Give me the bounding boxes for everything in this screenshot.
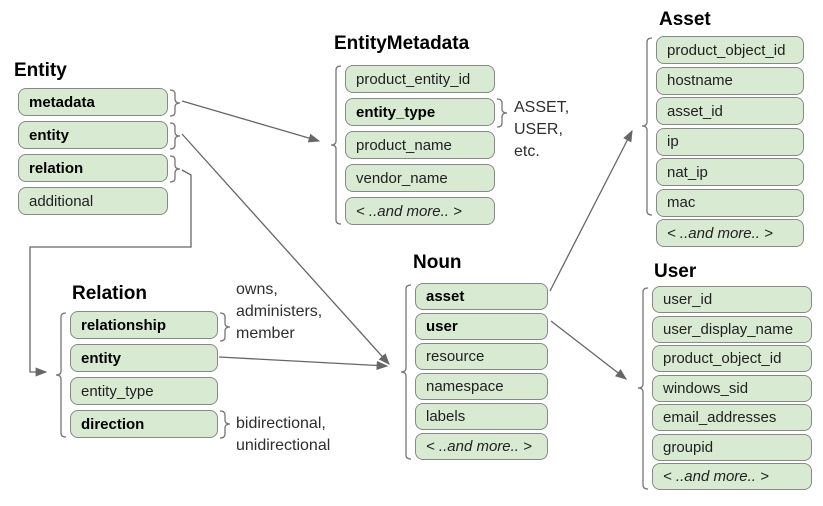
entity-field-additional: additional — [18, 187, 168, 215]
user-field-product-object-id: product_object_id — [652, 345, 812, 372]
brace-entitytype-right — [496, 98, 508, 128]
entitymetadata-field-product-entity-id: product_entity_id — [345, 65, 495, 93]
asset-field-ip: ip — [656, 127, 804, 156]
entity-field-relation: relation — [18, 154, 168, 182]
brace-entity-entity-right — [169, 122, 181, 150]
relation-field-entity-type: entity_type — [70, 377, 218, 405]
brace-entity-metadata-right — [169, 89, 181, 117]
arrow-metadata-to-entitymetadata — [181, 100, 321, 143]
entitymetadata-field-product-name: product_name — [345, 131, 495, 159]
relationship-values-annotation: owns, administers, member — [236, 279, 322, 345]
noun-field-resource: resource — [415, 343, 548, 370]
asset-field-product-object-id: product_object_id — [656, 36, 804, 64]
entitymetadata-field-and-more: < ..and more.. > — [345, 197, 495, 225]
relation-field-direction: direction — [70, 410, 218, 438]
brace-noun-left — [400, 284, 412, 460]
annotation-line: USER, — [514, 121, 563, 138]
brace-user-left — [637, 287, 649, 490]
noun-table: asset user resource namespace labels < .… — [415, 283, 548, 460]
entity-field-entity: entity — [18, 121, 168, 149]
user-field-windows-sid: windows_sid — [652, 374, 812, 402]
annotation-line: etc. — [514, 143, 540, 160]
annotation-line: bidirectional, — [236, 415, 326, 432]
entitymetadata-title: EntityMetadata — [334, 33, 470, 54]
noun-field-namespace: namespace — [415, 373, 548, 400]
user-title: User — [654, 261, 697, 282]
noun-field-asset: asset — [415, 283, 548, 310]
noun-field-user: user — [415, 313, 548, 340]
user-field-email-addresses: email_addresses — [652, 404, 812, 431]
entity-title: Entity — [14, 60, 67, 81]
brace-asset-left — [641, 37, 653, 216]
arrow-nounuser-to-user — [550, 320, 628, 380]
asset-table: product_object_id hostname asset_id ip n… — [656, 36, 804, 247]
annotation-line: owns, — [236, 281, 278, 298]
annotation-line: administers, — [236, 303, 323, 320]
noun-field-labels: labels — [415, 403, 548, 430]
brace-relation-left — [55, 312, 67, 438]
direction-values-annotation: bidirectional, unidirectional — [236, 413, 330, 457]
relation-field-entity: entity — [70, 344, 218, 372]
entity-type-values-annotation: ASSET, USER, etc. — [514, 97, 569, 163]
entitymetadata-field-vendor-name: vendor_name — [345, 164, 495, 192]
noun-title: Noun — [413, 252, 462, 273]
annotation-line: ASSET, — [514, 99, 570, 116]
relation-table: relationship entity entity_type directio… — [70, 311, 218, 438]
asset-field-and-more: < ..and more.. > — [656, 219, 804, 247]
user-field-groupid: groupid — [652, 433, 812, 461]
entity-field-metadata: metadata — [18, 88, 168, 116]
entitymetadata-table: product_entity_id entity_type product_na… — [345, 65, 495, 225]
asset-field-asset-id: asset_id — [656, 97, 804, 125]
user-table: user_id user_display_name product_object… — [652, 286, 812, 490]
relation-field-relationship: relationship — [70, 311, 218, 339]
brace-entitymetadata-left — [330, 65, 342, 225]
user-field-user-display-name: user_display_name — [652, 315, 812, 343]
user-field-user-id: user_id — [652, 286, 812, 313]
noun-field-and-more: < ..and more.. > — [415, 433, 548, 460]
entity-table: metadata entity relation additional — [18, 88, 168, 215]
asset-field-nat-ip: nat_ip — [656, 158, 804, 186]
brace-entity-relation-right — [169, 155, 181, 183]
brace-relationship-right — [219, 312, 231, 342]
user-field-and-more: < ..and more.. > — [652, 463, 812, 490]
asset-field-hostname: hostname — [656, 66, 804, 95]
brace-direction-right — [219, 410, 231, 439]
asset-field-mac: mac — [656, 188, 804, 217]
relation-title: Relation — [72, 283, 147, 304]
entitymetadata-field-entity-type: entity_type — [345, 98, 495, 126]
arrow-relationentity-to-noun — [218, 356, 389, 370]
asset-title: Asset — [659, 9, 711, 30]
annotation-line: member — [236, 325, 295, 342]
annotation-line: unidirectional — [236, 437, 331, 454]
